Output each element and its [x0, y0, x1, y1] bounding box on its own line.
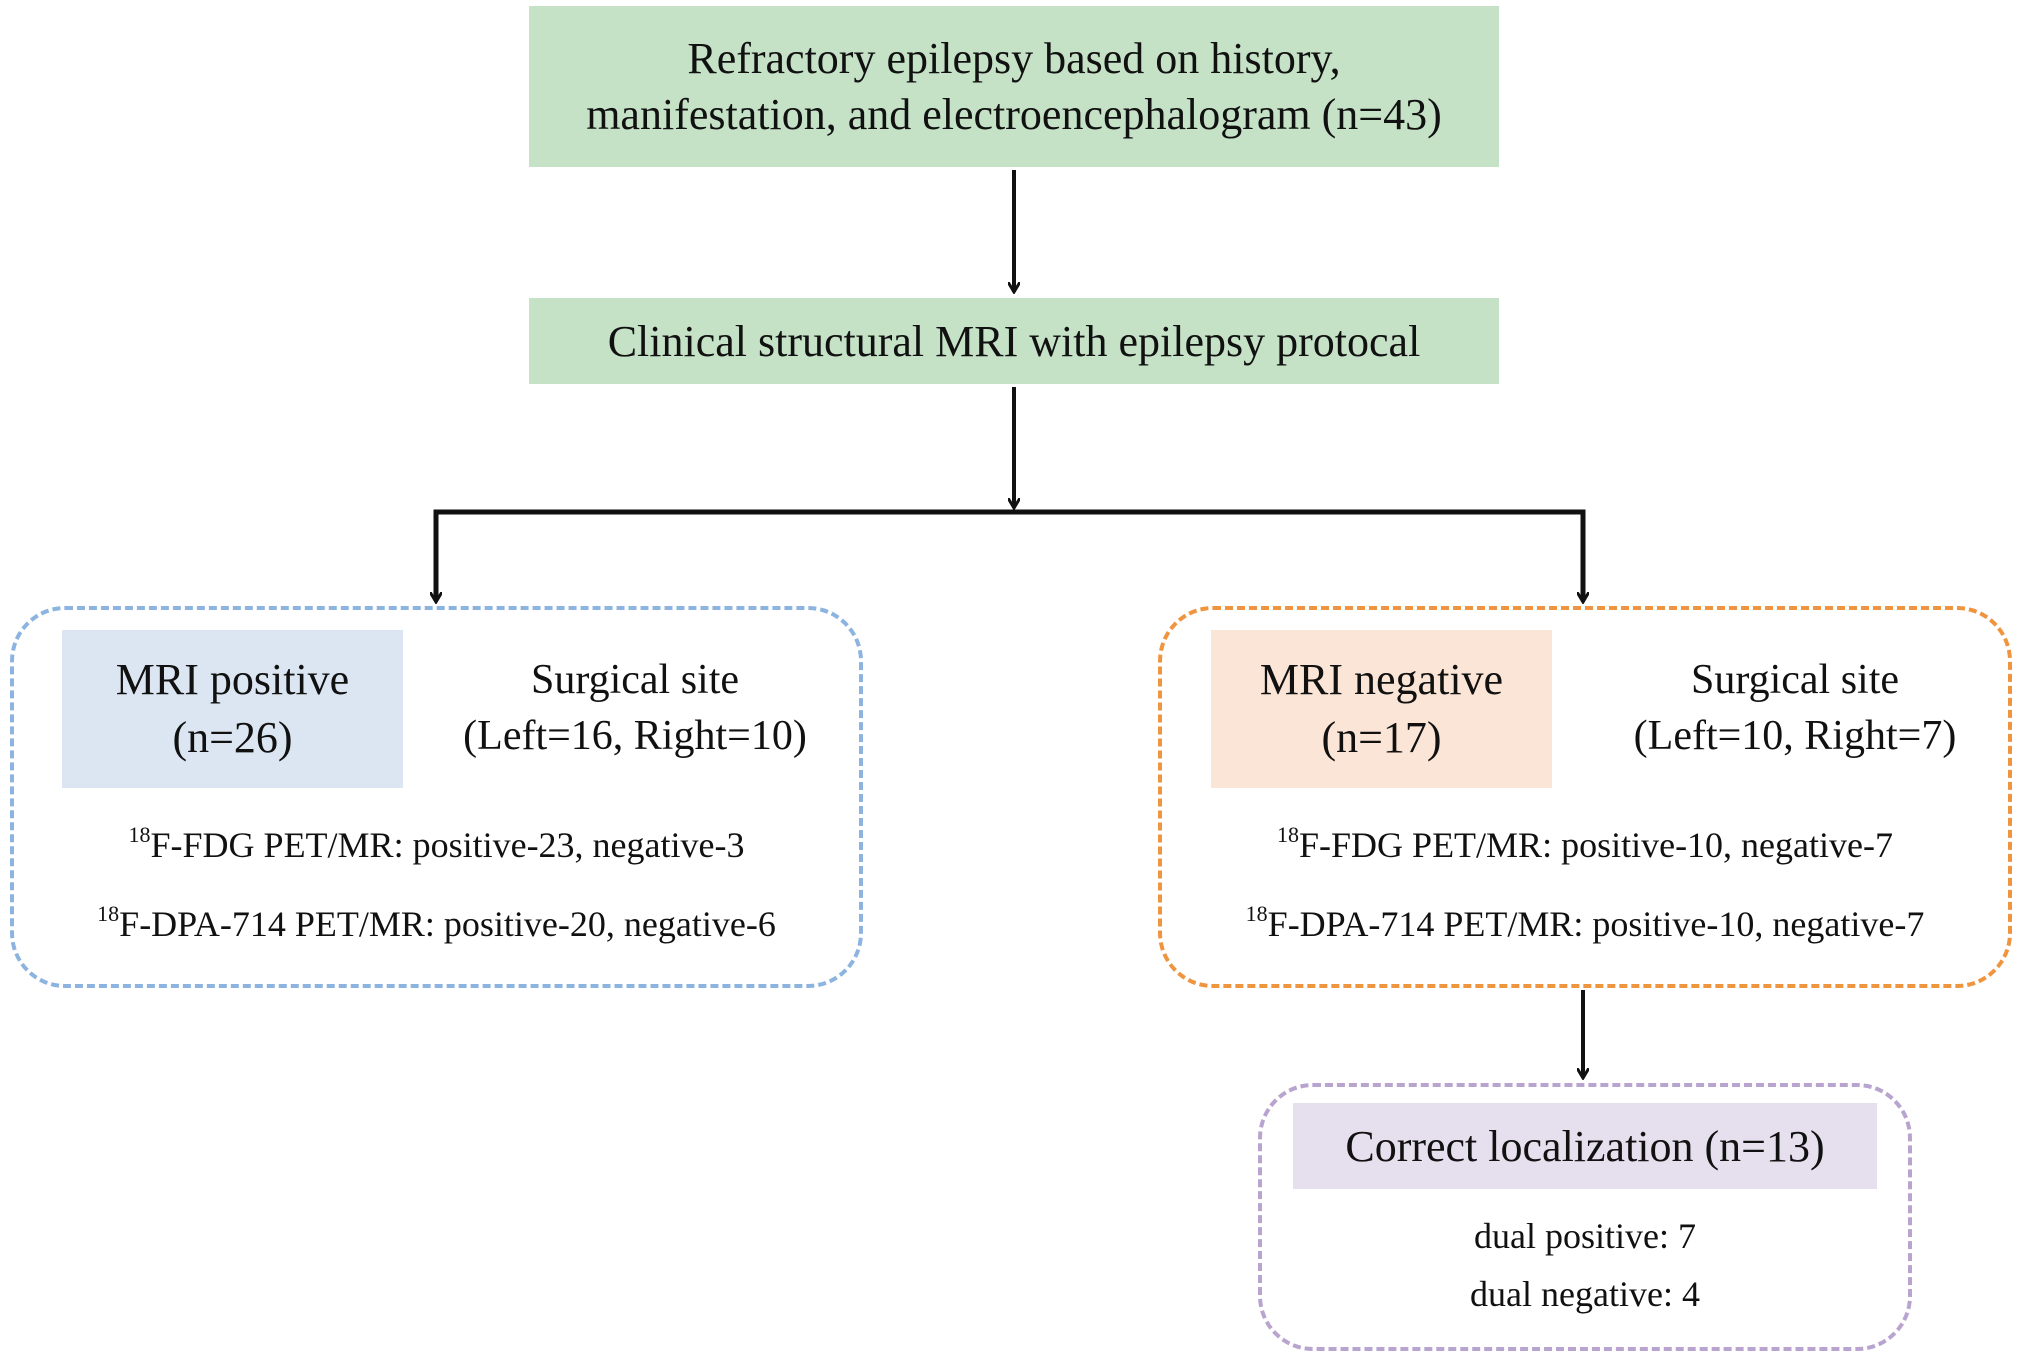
- clinical-mri-label: Clinical structural MRI with epilepsy pr…: [607, 316, 1421, 366]
- negative-fdg-text: F-FDG PET/MR: positive-10, negative-7: [1299, 825, 1893, 865]
- mri-positive-title: MRI positive: [115, 655, 350, 704]
- positive-fdg-result: 18F-FDG PET/MR: positive-23, negative-3: [10, 822, 863, 866]
- negative-site-title: Surgical site: [1690, 657, 1900, 703]
- negative-fdg-result: 18F-FDG PET/MR: positive-10, negative-7: [1158, 822, 2012, 866]
- mri-positive-count: (n=26): [172, 713, 293, 762]
- positive-dpa-result: 18F-DPA-714 PET/MR: positive-20, negativ…: [10, 901, 863, 945]
- correct-localization-group: [1258, 1083, 1912, 1351]
- positive-dpa-isotope: 18: [97, 901, 120, 926]
- split-line: [433, 509, 1586, 600]
- mri-positive-label: MRI positive (n=26): [62, 630, 403, 788]
- refractory-epilepsy-box: Refractory epilepsy based on history, ma…: [529, 6, 1499, 167]
- positive-surgical-site: Surgical site (Left=16, Right=10): [430, 648, 840, 768]
- negative-dpa-result: 18F-DPA-714 PET/MR: positive-10, negativ…: [1158, 901, 2012, 945]
- correct-localization-title: Correct localization (n=13): [1345, 1121, 1825, 1171]
- mri-positive-group: [10, 606, 863, 988]
- mri-negative-count: (n=17): [1321, 713, 1442, 762]
- positive-dpa-text: F-DPA-714 PET/MR: positive-20, negative-…: [119, 904, 776, 944]
- positive-site-detail: (Left=16, Right=10): [463, 713, 807, 759]
- correct-localization-label: Correct localization (n=13): [1293, 1103, 1877, 1189]
- dual-negative-count: dual negative: 4: [1470, 1274, 1700, 1314]
- top-box-line2: manifestation, and electroencephalogram …: [586, 89, 1442, 139]
- mri-negative-group: [1158, 606, 2012, 988]
- positive-fdg-isotope: 18: [128, 822, 151, 847]
- mri-negative-title: MRI negative: [1259, 655, 1504, 704]
- positive-fdg-text: F-FDG PET/MR: positive-23, negative-3: [150, 825, 745, 865]
- negative-fdg-isotope: 18: [1277, 822, 1300, 847]
- positive-site-title: Surgical site: [530, 657, 740, 703]
- clinical-mri-box: Clinical structural MRI with epilepsy pr…: [529, 298, 1499, 384]
- negative-dpa-isotope: 18: [1245, 901, 1268, 926]
- top-box-line1: Refractory epilepsy based on history,: [687, 33, 1341, 83]
- negative-dpa-text: F-DPA-714 PET/MR: positive-10, negative-…: [1267, 904, 1925, 944]
- dual-positive-count: dual positive: 7: [1474, 1216, 1696, 1256]
- negative-site-detail: (Left=10, Right=7): [1633, 713, 1957, 759]
- mri-negative-label: MRI negative (n=17): [1211, 630, 1552, 788]
- negative-surgical-site: Surgical site (Left=10, Right=7): [1600, 648, 1990, 768]
